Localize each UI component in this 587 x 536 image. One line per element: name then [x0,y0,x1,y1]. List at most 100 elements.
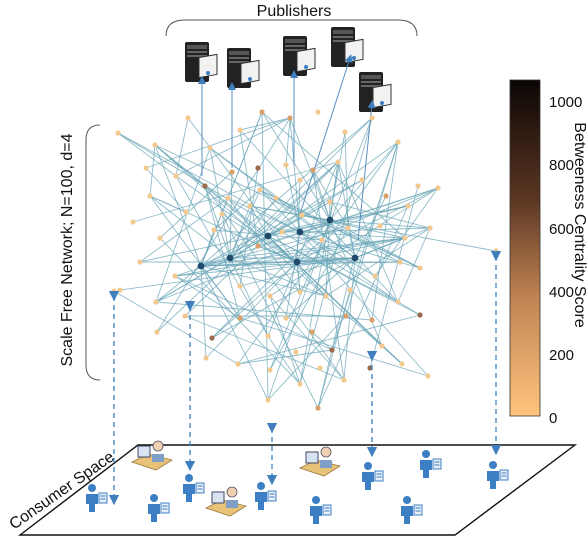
network-edge [175,117,291,177]
network-node [207,145,213,151]
network-edge [229,257,269,337]
network-node [237,127,243,133]
hub-node [351,254,359,262]
network-node [267,293,273,299]
network-edge [261,111,406,239]
network-edge [374,187,439,277]
network-node [237,315,243,321]
network-node [152,142,158,148]
network-edge [299,231,399,303]
server-icon [330,26,364,68]
network-edge [221,213,319,409]
person-icon [254,481,277,511]
network-edge [155,147,211,303]
network-node [209,335,215,341]
network-edge [239,117,291,131]
network-edge [259,189,401,263]
network-node [417,312,423,318]
server-icon [226,47,260,89]
network-edge [132,161,339,223]
publisher-link [357,100,376,241]
network-edge [154,144,202,267]
network-edge [156,117,291,333]
network-node [293,349,299,355]
network-edge [267,141,399,237]
server-icon [184,41,218,83]
network-edge [261,111,331,221]
colorbar-tick-0: 0 [549,410,557,427]
network-node [211,227,217,233]
network-edge [317,257,355,409]
network-edge [229,161,339,259]
network-node [317,365,323,371]
network-node [402,235,408,241]
network-edge [269,227,349,371]
network-edge [257,161,339,247]
network-node [345,225,351,231]
network-node [309,329,315,335]
network-node [219,211,225,217]
network-node [229,169,235,175]
network-edge [261,111,269,401]
network-node [435,185,441,191]
person-icon [309,495,332,525]
consumer-arrows [108,250,502,506]
network-node [265,397,271,403]
person-icon [486,460,509,490]
network-edge [285,231,301,319]
colorbar-tick-200: 200 [549,347,574,364]
network-node [157,235,163,241]
network-edge [175,175,269,337]
network-edge [149,195,187,213]
network-node [329,347,335,353]
network-node [369,115,375,121]
network-edge [200,261,401,267]
colorbar-tick-1000: 1000 [549,94,582,111]
network-edge [299,131,346,385]
network-edge [329,219,421,269]
network-node [425,373,431,379]
person-icon [400,495,423,525]
network-edge [174,275,241,319]
network-node [417,265,423,271]
network-edge [329,201,431,229]
network-edge [257,187,439,247]
network-edge [267,235,421,316]
publishers-brace [165,19,418,37]
network-edge [227,197,301,293]
network-node [173,173,179,179]
network-edge [285,117,291,166]
network-edge [267,315,347,401]
network-edge [337,161,356,259]
network-edge [139,197,229,263]
network-edge [213,189,261,231]
network-node [327,199,333,205]
network-node [255,243,261,249]
network-edge [175,117,189,177]
network-edge [159,171,233,239]
network-edge [239,317,429,377]
network-node [259,109,265,115]
network-node [130,219,136,225]
colorbar [509,79,541,417]
network-edge [221,213,297,263]
network-edge [113,290,239,365]
network-edge [154,144,403,365]
network-edge [154,144,297,263]
network-node [341,377,347,383]
network-edge [239,257,355,287]
network-edges [113,111,497,409]
network-edge [204,185,231,259]
network-node [299,212,305,218]
colorbar-tick-400: 400 [549,284,574,301]
network-edge [269,117,373,371]
network-edge [117,132,421,316]
network-node [377,223,383,229]
network-node [273,195,279,201]
network-edge [117,132,177,177]
person-icon [361,461,384,491]
network-node [115,130,121,136]
network-node [111,288,117,294]
network-edge [229,197,277,259]
hub-node [226,254,234,262]
